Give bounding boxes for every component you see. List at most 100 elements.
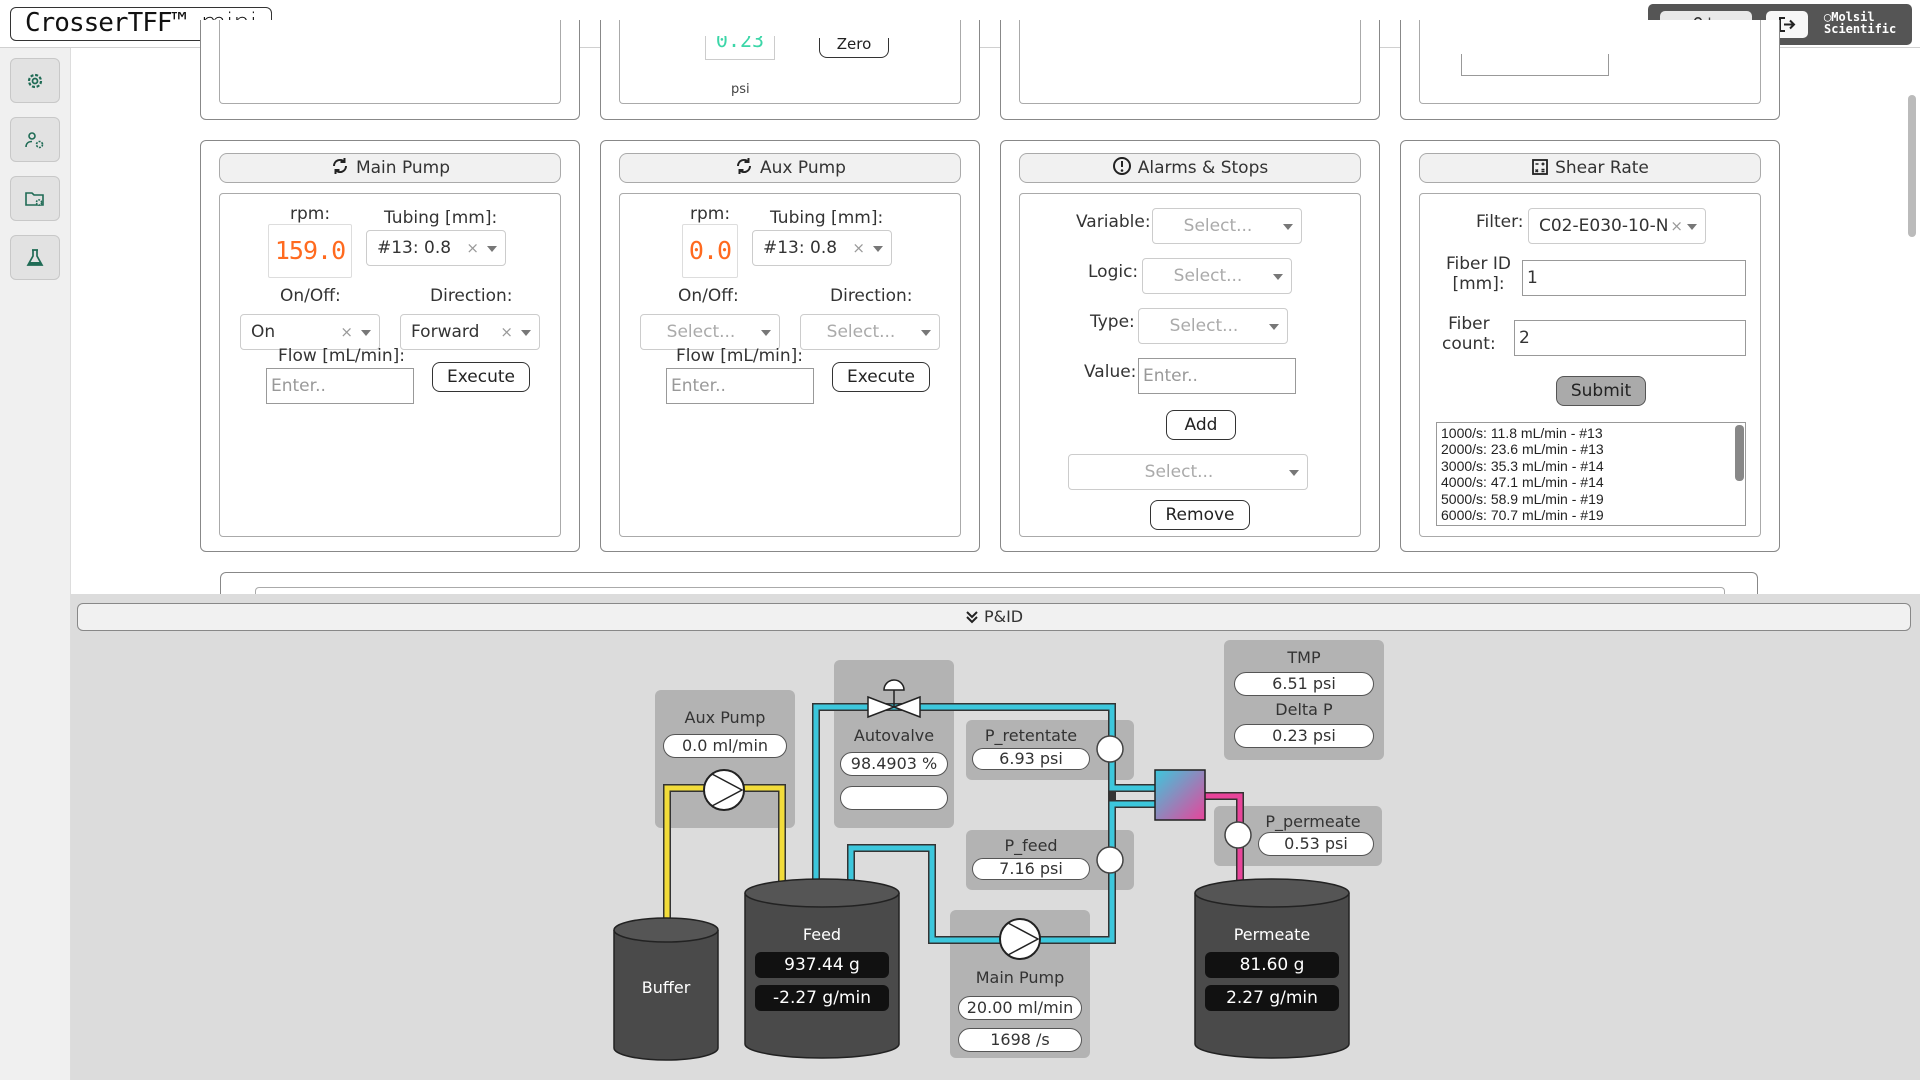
main-pump-flow: 20.00 ml/min	[958, 996, 1082, 1020]
flow-label: Flow [mL/min]:	[278, 346, 406, 366]
buffer-tank-icon	[613, 917, 719, 1061]
flow-input[interactable]: Enter..	[266, 368, 414, 404]
chevron-down-icon	[966, 611, 978, 624]
panel-partial-3	[1000, 20, 1380, 120]
tmp-box: TMP 6.51 psi Delta P 0.23 psi	[1224, 640, 1384, 760]
filter-module-icon	[1154, 769, 1206, 821]
company-line-1: Molsil	[1831, 10, 1875, 24]
shear-body: Filter: C02-E030-10-N× Fiber ID[mm]: 1 F…	[1419, 193, 1761, 537]
flow-label: Flow [mL/min]:	[676, 346, 804, 366]
p-retentate-value: 6.93 psi	[972, 748, 1090, 770]
value-label: Value:	[1084, 362, 1137, 382]
list-item: 2000/s: 23.6 mL/min - #13	[1441, 441, 1604, 458]
partial-input[interactable]	[1461, 54, 1609, 76]
shear-results-list[interactable]: 1000/s: 11.8 mL/min - #13 2000/s: 23.6 m…	[1436, 422, 1746, 526]
permeate-line	[1205, 792, 1244, 884]
filter-label: Filter:	[1476, 212, 1524, 232]
main-pump-body: rpm: 159.0 Tubing [mm]: #13: 0.8× On/Off…	[219, 193, 561, 537]
main-pump-panel: Main Pump rpm: 159.0 Tubing [mm]: #13: 0…	[200, 140, 580, 552]
alert-icon	[1112, 157, 1131, 175]
sidebar	[0, 48, 71, 1080]
flow-input[interactable]: Enter..	[666, 368, 814, 404]
variable-label: Variable:	[1076, 212, 1151, 232]
p-feed-value: 7.16 psi	[972, 858, 1090, 880]
p-permeate-value: 0.53 psi	[1258, 832, 1374, 856]
tmp-value: 6.51 psi	[1234, 672, 1374, 696]
fiber-count-input[interactable]: 2	[1514, 320, 1746, 356]
flask-icon	[26, 248, 44, 266]
permeate-rate: 2.27 g/min	[1205, 985, 1339, 1011]
filter-select[interactable]: C02-E030-10-N×	[1528, 208, 1706, 244]
execute-button[interactable]: Execute	[832, 362, 930, 392]
list-scrollbar[interactable]	[1735, 425, 1744, 481]
aux-pump-flow: 0.0 ml/min	[663, 734, 787, 758]
feed-label: Feed	[802, 925, 842, 944]
scrollbar[interactable]	[1908, 95, 1916, 237]
fiber-id-label: Fiber ID[mm]:	[1446, 254, 1512, 294]
submit-button[interactable]: Submit	[1556, 376, 1646, 406]
autovalve-icon	[867, 679, 921, 719]
calculator-icon	[1532, 159, 1548, 175]
tmp-label: TMP	[1287, 648, 1321, 667]
sidebar-item-files[interactable]	[10, 176, 60, 221]
aux-pump-body: rpm: 0.0 Tubing [mm]: #13: 0.8× On/Off: …	[619, 193, 961, 537]
aux-pump-label: Aux Pump	[684, 708, 766, 727]
list-item: 5000/s: 58.9 mL/min - #19	[1441, 490, 1604, 507]
variable-select[interactable]: Select...	[1152, 208, 1302, 244]
shear-rate-panel: Shear Rate Filter: C02-E030-10-N× Fiber …	[1400, 140, 1780, 552]
sidebar-item-settings[interactable]	[10, 58, 60, 103]
folder-gear-icon	[25, 191, 44, 206]
buffer-label: Buffer	[641, 978, 691, 997]
rpm-display: 159.0	[268, 224, 352, 278]
refresh-icon	[737, 158, 752, 174]
p-feed-label: P_feed	[1004, 836, 1058, 855]
onoff-select[interactable]: On×	[240, 314, 380, 350]
logic-label: Logic:	[1088, 262, 1139, 282]
logic-select[interactable]: Select...	[1142, 258, 1292, 294]
alarms-title: Alarms & Stops	[1019, 153, 1361, 183]
tubing-select[interactable]: #13: 0.8×	[752, 230, 892, 266]
direction-select[interactable]: Select...	[800, 314, 940, 350]
execute-button[interactable]: Execute	[432, 362, 530, 392]
p-permeate-label: P_permeate	[1265, 812, 1361, 831]
list-item: 4000/s: 47.1 mL/min - #14	[1441, 474, 1604, 491]
list-item: 1000/s: 11.8 mL/min - #13	[1441, 425, 1603, 441]
tubing-select[interactable]: #13: 0.8×	[366, 230, 506, 266]
alarms-body: Variable: Select... Logic: Select... Typ…	[1019, 193, 1361, 537]
autovalve-label: Autovalve	[853, 726, 935, 745]
add-button[interactable]: Add	[1166, 410, 1236, 440]
pressure-unit: psi	[731, 82, 750, 97]
aux-pump-icon	[703, 769, 745, 811]
permeate-label: Permeate	[1233, 925, 1311, 944]
gear-icon	[27, 73, 43, 88]
feed-rate: -2.27 g/min	[755, 985, 889, 1011]
p-retentate-label: P_retentate	[984, 726, 1078, 745]
type-select[interactable]: Select...	[1138, 308, 1288, 344]
direction-label: Direction:	[430, 286, 513, 306]
sidebar-item-users[interactable]	[10, 117, 60, 162]
onoff-label: On/Off:	[280, 286, 341, 306]
type-label: Type:	[1090, 312, 1135, 332]
fiber-id-input[interactable]: 1	[1522, 260, 1746, 296]
feed-line	[812, 703, 1155, 944]
autovalve-extra	[840, 786, 948, 810]
alarms-panel: Alarms & Stops Variable: Select... Logic…	[1000, 140, 1380, 552]
aux-pump-title: Aux Pump	[619, 153, 961, 183]
zero-button[interactable]: Zero	[819, 38, 889, 58]
direction-select[interactable]: Forward×	[400, 314, 540, 350]
pid-toggle[interactable]: P&ID	[77, 603, 1911, 631]
sidebar-item-experiments[interactable]	[10, 235, 60, 280]
alarm-list-select[interactable]: Select...	[1068, 454, 1308, 490]
rpm-display: 0.0	[682, 224, 738, 278]
remove-button[interactable]: Remove	[1150, 500, 1250, 530]
permeate-mass: 81.60 g	[1205, 952, 1339, 978]
delta-p-label: Delta P	[1275, 700, 1333, 719]
rpm-label: rpm:	[290, 204, 331, 224]
company-line-2: Scientific	[1824, 22, 1897, 36]
onoff-select[interactable]: Select...	[640, 314, 780, 350]
users-gear-icon	[25, 131, 44, 148]
main-pump-shear: 1698 /s	[958, 1028, 1082, 1052]
value-input[interactable]: Enter..	[1138, 358, 1296, 394]
